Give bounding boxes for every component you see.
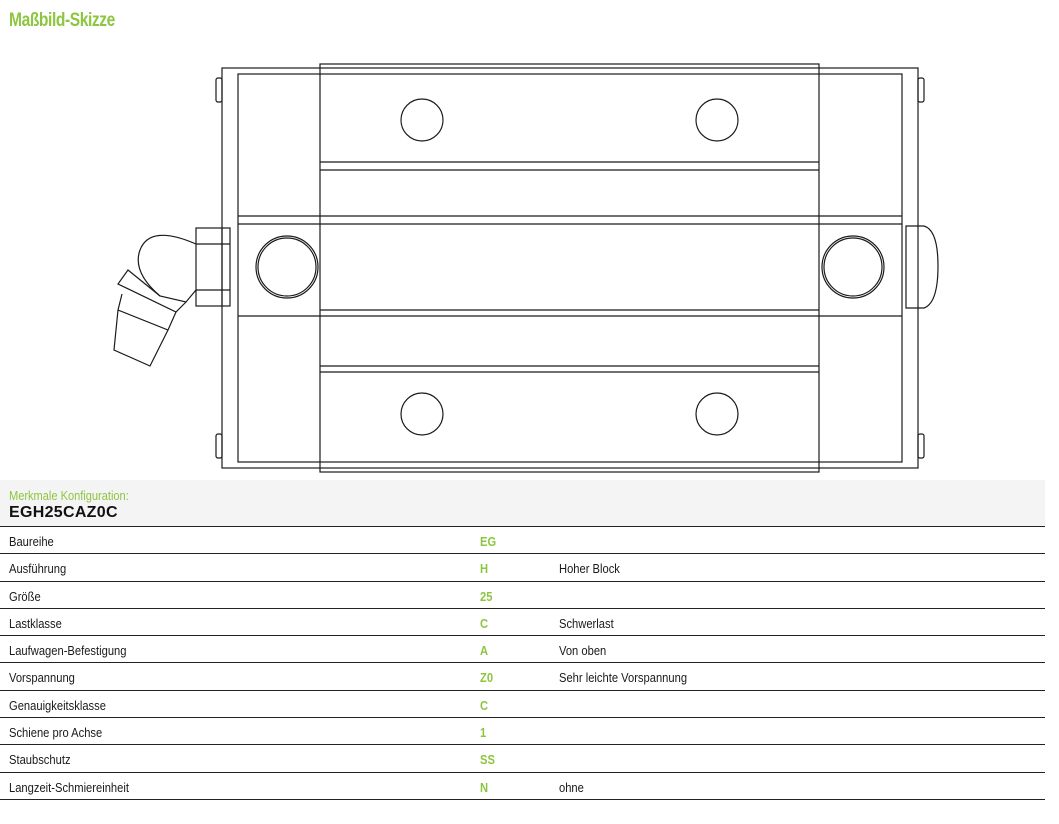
block-outline (221, 67, 919, 469)
feature-code: A (480, 643, 489, 659)
grease-nipple (113, 227, 231, 367)
side-circle-right (821, 235, 885, 299)
block-inner-outline (237, 73, 903, 463)
side-circle-left (255, 235, 319, 299)
bottom-right-screw (917, 433, 925, 459)
config-header: Merkmale Konfiguration: EGH25CAZ0C (0, 480, 1045, 527)
end-cap (905, 225, 939, 309)
table-row: Ausführung H Hoher Block (0, 554, 1045, 582)
feature-code: 25 (480, 588, 493, 604)
table-row: Langzeit-Schmiereinheit N ohne (0, 772, 1045, 800)
table-row: Laufwagen-Befestigung A Von oben (0, 636, 1045, 664)
feature-code: 1 (480, 725, 487, 741)
table-row: Lastklasse C Schwerlast (0, 608, 1045, 637)
dimension-drawing (113, 63, 939, 473)
feature-code: Z0 (480, 670, 494, 686)
feature-name: Ausführung (9, 561, 67, 577)
top-right-screw (917, 77, 925, 103)
table-row: Vorspannung Z0 Sehr leichte Vorspannung (0, 663, 1045, 691)
feature-code: SS (480, 752, 495, 768)
feature-description: Von oben (559, 643, 607, 659)
config-code: EGH25CAZ0C (9, 504, 118, 521)
feature-name: Langzeit-Schmiereinheit (9, 779, 129, 795)
feature-description: Hoher Block (559, 561, 620, 577)
table-row: Schiene pro Achse 1 (0, 718, 1045, 746)
table-row: Größe 25 (0, 582, 1045, 609)
config-label: Merkmale Konfiguration: (9, 488, 129, 503)
feature-name: Größe (9, 588, 41, 604)
config-table: Baureihe EG Ausführung H Hoher Block Grö… (0, 527, 1045, 800)
feature-code: C (480, 697, 489, 713)
bottom-left-screw (215, 433, 223, 459)
feature-code: N (480, 779, 489, 795)
feature-name: Laufwagen-Befestigung (9, 643, 127, 659)
table-row: Staubschutz SS (0, 745, 1045, 773)
mounting-hole (400, 98, 444, 142)
feature-name: Staubschutz (9, 752, 71, 768)
feature-name: Baureihe (9, 534, 54, 549)
feature-name: Lastklasse (9, 615, 62, 631)
feature-name: Genauigkeitsklasse (9, 697, 106, 713)
table-row: Baureihe EG (0, 527, 1045, 555)
section-title: Maßbild-Skizze (9, 10, 115, 31)
feature-code: H (480, 561, 489, 577)
mounting-hole (695, 392, 739, 436)
feature-name: Vorspannung (9, 670, 75, 686)
feature-code: C (480, 615, 489, 631)
mounting-hole (695, 98, 739, 142)
feature-description: Schwerlast (559, 615, 614, 631)
top-left-screw (215, 77, 223, 103)
carriage-top (319, 63, 820, 473)
feature-code: EG (480, 534, 497, 549)
feature-name: Schiene pro Achse (9, 725, 103, 741)
feature-description: ohne (559, 779, 584, 795)
feature-description: Sehr leichte Vorspannung (559, 670, 688, 686)
mounting-hole (400, 392, 444, 436)
table-row: Genauigkeitsklasse C (0, 691, 1045, 719)
